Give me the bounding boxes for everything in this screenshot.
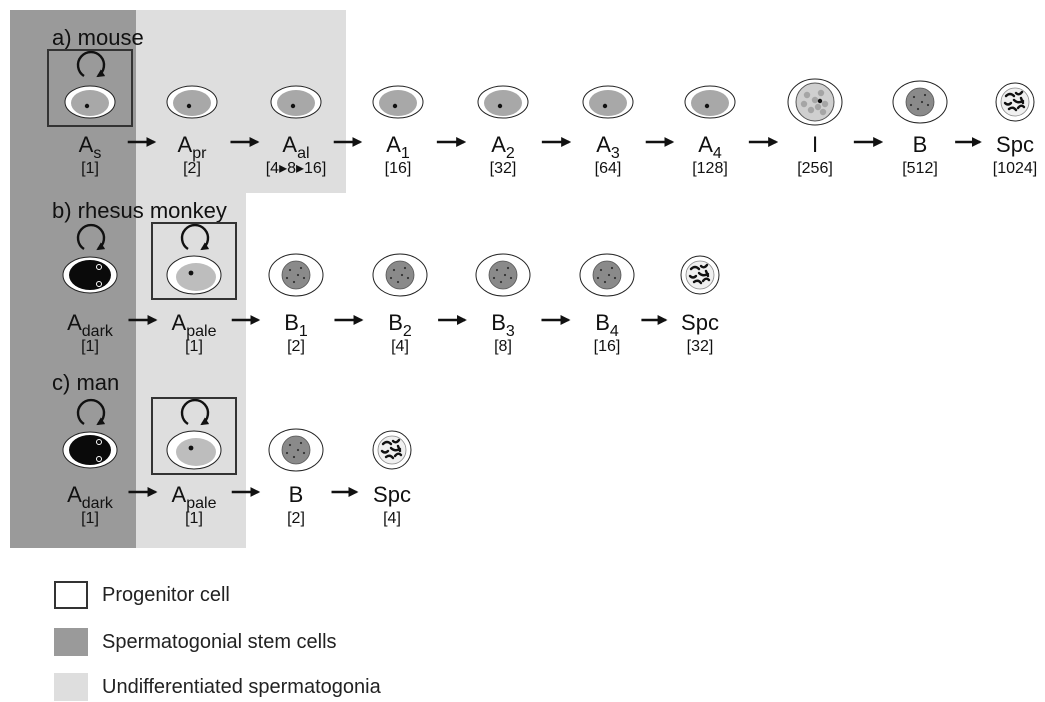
cell-a-light-icon: [477, 85, 529, 119]
cell-b-icon: [268, 428, 324, 472]
cell-count: [128]: [692, 160, 728, 177]
cell-spc-icon: [680, 255, 720, 295]
cell-count: [4]: [383, 510, 401, 527]
cell-count: [4▸8▸16]: [266, 160, 327, 177]
legend-undiff-label: Undifferentiated spermatogonia: [102, 675, 381, 698]
panel-title: b) rhesus monkey: [52, 198, 227, 223]
cell-count: [8]: [494, 338, 512, 355]
cell-label: Adark: [67, 482, 114, 512]
cell-b-icon: [579, 253, 635, 297]
cell-count: [1]: [81, 338, 99, 355]
cell-b-icon: [372, 253, 428, 297]
cell-label: I: [812, 132, 818, 157]
legend-stem-label: Spermatogonial stem cells: [102, 630, 337, 653]
cell-b-icon: [475, 253, 531, 297]
cell-b-icon: [268, 253, 324, 297]
legend-progenitor-label: Progenitor cell: [102, 583, 230, 606]
legend-stem: Spermatogonial stem cells: [54, 627, 337, 657]
cell-label: A1: [386, 132, 410, 162]
cell-count: [1]: [185, 338, 203, 355]
cell-count: [512]: [902, 160, 938, 177]
cell-label: A4: [698, 132, 722, 162]
progenitor-swatch: [54, 581, 88, 609]
cell-count: [256]: [797, 160, 833, 177]
cell-count: [16]: [594, 338, 621, 355]
cell-a-light-icon: [582, 85, 634, 119]
cell-label: Spc: [681, 310, 719, 335]
progenitor-box: [151, 397, 237, 475]
cell-count: [2]: [287, 510, 305, 527]
self-renewal-icon: [180, 223, 210, 251]
cell-b-icon: [892, 80, 948, 124]
cell-label: B2: [388, 310, 412, 340]
cell-label: Apale: [172, 482, 217, 512]
undiff-swatch: [54, 673, 88, 701]
cell-count: [4]: [391, 338, 409, 355]
self-renewal-icon: [76, 50, 106, 78]
cell-label: Apale: [172, 310, 217, 340]
cell-count: [64]: [595, 160, 622, 177]
cell-label: B4: [595, 310, 619, 340]
self-renewal-icon: [76, 223, 106, 251]
cell-label: B1: [284, 310, 308, 340]
cell-label: Aal: [282, 132, 309, 162]
self-renewal-icon: [76, 398, 106, 426]
cell-count: [1]: [81, 160, 99, 177]
cell-a-pale-icon: [166, 255, 222, 295]
cell-count: [1]: [185, 510, 203, 527]
cell-label: As: [79, 132, 102, 162]
cell-label: A2: [491, 132, 515, 162]
progenitor-box: [151, 222, 237, 300]
cell-label: Spc: [373, 482, 411, 507]
cell-spc-icon: [995, 82, 1035, 122]
cell-a-light-icon: [684, 85, 736, 119]
cell-a-light-icon: [270, 85, 322, 119]
cell-count: [2]: [183, 160, 201, 177]
cell-count: [1]: [81, 510, 99, 527]
cell-i-icon: [787, 78, 843, 126]
cell-count: [2]: [287, 338, 305, 355]
cell-a-dark-icon: [62, 431, 118, 469]
cell-a-dark-icon: [62, 256, 118, 294]
cell-label: Apr: [178, 132, 208, 162]
cell-spc-icon: [372, 430, 412, 470]
cell-count: [1024]: [993, 160, 1037, 177]
cell-label: B3: [491, 310, 515, 340]
cell-count: [32]: [490, 160, 517, 177]
cell-label: B: [289, 482, 304, 507]
cell-count: [32]: [687, 338, 714, 355]
cell-label: B: [913, 132, 928, 157]
cell-label: A3: [596, 132, 620, 162]
legend-undiff: Undifferentiated spermatogonia: [54, 672, 381, 702]
panel-title: a) mouse: [52, 25, 144, 50]
cell-count: [16]: [385, 160, 412, 177]
self-renewal-icon: [180, 398, 210, 426]
cell-a-light-icon: [166, 85, 218, 119]
progenitor-box: [47, 49, 133, 127]
panel-title: c) man: [52, 370, 119, 395]
cell-label: Adark: [67, 310, 114, 340]
legend-progenitor: Progenitor cell: [54, 580, 230, 610]
cell-label: Spc: [996, 132, 1034, 157]
spermatogonia-diagram: a) mouseAs[1]Apr[2]Aal[4▸8▸16]A1[16]A2[3…: [10, 10, 1037, 548]
stem-swatch: [54, 628, 88, 656]
cell-a-light-icon: [372, 85, 424, 119]
cell-a-light-icon: [64, 85, 116, 119]
cell-a-pale-icon: [166, 430, 222, 470]
